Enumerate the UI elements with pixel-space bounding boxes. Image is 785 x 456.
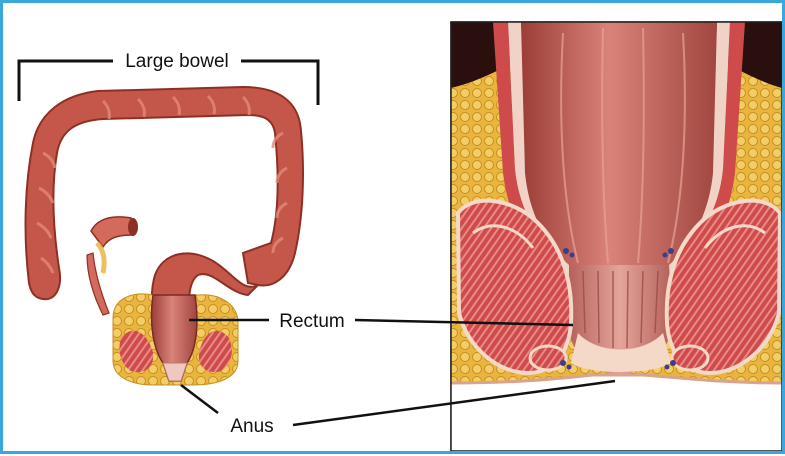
anus-label: Anus [230, 416, 273, 437]
rectum-detail-panel [451, 22, 782, 451]
anatomy-diagram: Large bowel [3, 3, 782, 451]
rectum-label: Rectum [279, 311, 344, 332]
large-bowel-label: Large bowel [125, 51, 229, 72]
small-pelvis-illustration [113, 294, 238, 385]
